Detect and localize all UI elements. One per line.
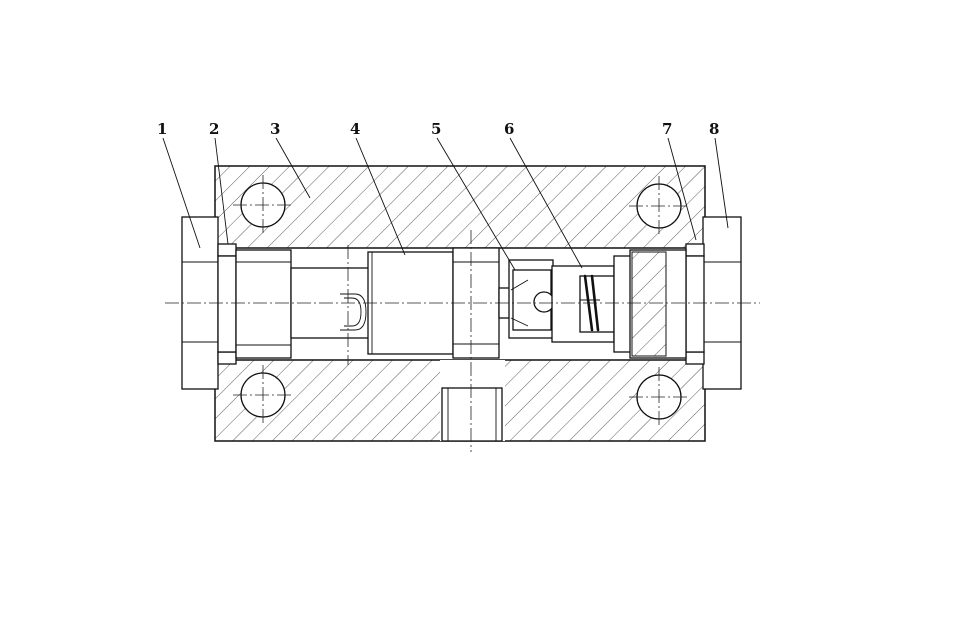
bolt-hole-top-left [233,175,293,235]
callout-labels: 1 2 3 4 5 6 7 8 [157,120,719,138]
bolt-hole-top-right [629,176,689,236]
left-plug [235,249,292,359]
bolt-hole-bottom-left [233,365,293,425]
pilot-poppet [508,259,555,339]
left-seal-ring [217,243,237,365]
right-seal-ring [685,243,705,365]
callout-8: 8 [709,120,719,138]
centre-lines [165,230,760,452]
bolt-hole-bottom-right [629,367,689,427]
callout-1: 1 [157,120,167,138]
callout-5: 5 [431,120,441,138]
callout-3: 3 [270,120,280,138]
right-plug [613,249,687,359]
callout-2: 2 [209,120,219,138]
callout-7: 7 [662,120,672,138]
lower-port-insert [441,387,503,442]
mounting-holes [233,175,689,427]
callout-4: 4 [350,120,360,138]
callout-6: 6 [504,120,514,138]
leader-lines [162,137,729,271]
spring-seat [551,265,615,343]
